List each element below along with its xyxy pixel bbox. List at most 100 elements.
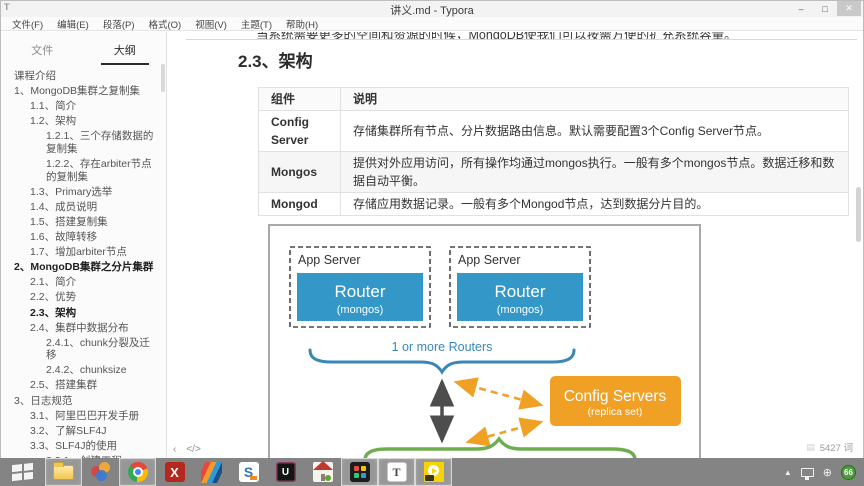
outline-list: 课程介绍 1、MongoDB集群之复制集 1.1、简介 1.2、架构 1.2.1、三个存… (1, 70, 166, 458)
stripes-icon (201, 461, 222, 483)
outline-item[interactable]: 2、MongoDB集群之分片集群 (14, 261, 154, 274)
description-cell: 存储集群所有节点、分片数据路由信息。默认需要配置3个Config Server节… (340, 110, 849, 152)
outline-item[interactable]: 3、日志规范 (14, 394, 73, 407)
config-servers-box (550, 376, 681, 426)
red-roof-house-icon (312, 461, 333, 482)
menu-item[interactable]: 文件(F) (12, 19, 44, 31)
description-cell: 提供对外应用访问，所有操作均通过mongos执行。一般有多个mongos节点。数… (340, 151, 849, 193)
clipped-paragraph: 当系统需要更多的空间和资源的时候，MongoDB使我们可以按需方便的扩充系统容量… (256, 32, 737, 39)
tab-files-label: 文件 (31, 45, 54, 57)
sidebar: 文件 大纲 课程介绍 1、MongoDB集群之复制集 1.1、简介 1.2、架构 1.2… (1, 32, 167, 458)
word-count: 5427 词 (819, 443, 853, 454)
minimize-button[interactable]: – (798, 3, 804, 14)
outline-item[interactable]: 1.3、Primary选举 (30, 185, 113, 198)
menu-item[interactable]: 主题(T) (240, 19, 273, 31)
taskbar-potplayer[interactable] (415, 458, 452, 486)
taskbar-sqlyog[interactable]: S (230, 458, 267, 486)
outline-item[interactable]: 1.4、成员说明 (30, 200, 98, 213)
shards-brace (363, 436, 637, 458)
router-box-2 (457, 273, 583, 321)
terminal-icon (349, 462, 370, 482)
window-title: 讲义.md - Typora (390, 5, 474, 17)
outline-item[interactable]: 2.2、优势 (30, 291, 77, 304)
config-servers-subtitle: (replica set) (588, 406, 643, 418)
taskbar-chrome[interactable] (119, 458, 156, 486)
outline-item[interactable]: 2.4.1、chunk分裂及迁移 (46, 336, 150, 362)
taskbar-file-explorer[interactable] (45, 458, 82, 486)
outline-item[interactable]: 2.1、简介 (30, 276, 77, 289)
taskbar-stripes-app[interactable] (193, 458, 230, 486)
routers-brace (308, 348, 576, 375)
outline-item[interactable]: 2.3、架构 (30, 306, 77, 319)
tray-expand-icon[interactable]: ▲ (783, 467, 792, 477)
config-arrow-top (453, 377, 544, 410)
description-cell: 存储应用数据记录。一般有多个Mongod节点，达到数据分片目的。 (340, 192, 849, 216)
table-header-cell: 组件 (258, 87, 341, 111)
section-heading: 2.3、架构 (238, 52, 313, 71)
outline-item[interactable]: 1.2.1、三个存储数据的复制集 (46, 130, 154, 155)
source-mode-icon[interactable]: </> (186, 444, 201, 455)
config-arrow-bottom (465, 417, 544, 447)
start-button[interactable] (0, 458, 45, 486)
config-servers-title: Config Servers (564, 388, 667, 405)
typora-icon: T (386, 462, 407, 482)
editor-content: 当系统需要更多的空间和资源的时候，MongoDB使我们可以按需方便的扩充系统容量… (168, 32, 863, 458)
sidebar-scrollbar-thumb[interactable] (161, 64, 165, 92)
content-scrollbar-thumb[interactable] (856, 187, 861, 242)
outline-item[interactable]: 1.1、简介 (30, 100, 77, 113)
menu-item[interactable]: 视图(V) (195, 19, 227, 31)
menu-item[interactable]: 帮助(H) (286, 19, 319, 31)
outline-item[interactable]: 3.2、了解SLF4J (30, 424, 107, 437)
outline-item[interactable]: 1.2、架构 (30, 115, 77, 128)
palette-icon (90, 462, 111, 482)
outline-item[interactable]: 课程介绍 (14, 70, 56, 82)
menu-item[interactable]: 段落(P) (102, 19, 135, 31)
word-count-icon: ▤ (806, 441, 815, 452)
outline-item[interactable]: 1.7、增加arbiter节点 (30, 246, 127, 259)
outline-item[interactable]: 3.1、阿里巴巴开发手册 (30, 409, 140, 422)
outline-item[interactable]: 3.3.1、创建工程 (1, 455, 158, 458)
tab-files[interactable]: 文件 (1, 38, 84, 65)
typora-app-icon: T (4, 2, 10, 12)
tray-app-icon[interactable]: ⊕ (822, 466, 832, 479)
sidebar-tabs: 文件 大纲 (1, 32, 166, 65)
folder-icon (53, 461, 74, 480)
taskbar-red-roof-app[interactable] (304, 458, 341, 486)
sharding-architecture-diagram: App Server Router (mongos) App Server Ro… (268, 224, 701, 458)
sidebar-toggle-icon[interactable]: ‹ (173, 444, 177, 455)
tab-outline-label: 大纲 (100, 42, 149, 65)
outline-item[interactable]: 1.2.2、存在arbiter节点的复制集 (46, 158, 152, 183)
app-server-label-2: App Server (458, 253, 521, 267)
potplayer-icon (423, 462, 444, 482)
taskbar-xshell[interactable]: X (156, 458, 193, 486)
menu-item[interactable]: 格式(O) (148, 19, 182, 31)
outline-item[interactable]: 2.4.2、chunksize (46, 364, 127, 377)
outline-item[interactable]: 1、MongoDB集群之复制集 (14, 85, 141, 98)
router-title-1: Router (334, 282, 385, 301)
maximize-button[interactable]: □ (822, 3, 828, 14)
close-button[interactable]: ✕ (837, 1, 861, 16)
tab-outline[interactable]: 大纲 (84, 38, 167, 65)
taskbar-typora[interactable]: T (378, 458, 415, 486)
outline-item[interactable]: 1.6、故障转移 (30, 231, 98, 244)
outline-item[interactable]: 2.4、集群中数据分布 (30, 321, 129, 334)
component-cell: Config Server (258, 110, 341, 152)
component-cell: Mongod (258, 192, 341, 216)
taskbar-palette-app[interactable] (82, 458, 119, 486)
taskbar-terminal-app[interactable] (341, 458, 378, 486)
menu-item[interactable]: 编辑(E) (57, 19, 89, 31)
outline-item[interactable]: 3.3、SLF4J的使用 (30, 439, 117, 452)
outline-item[interactable]: 1.5、搭建复制集 (30, 215, 108, 228)
content-divider (186, 39, 857, 40)
taskbar-intellij-idea[interactable]: U (267, 458, 304, 486)
display-tray-icon[interactable] (800, 467, 814, 480)
outline-item[interactable]: 2.5、搭建集群 (30, 379, 98, 392)
routers-note: 1 or more Routers (392, 340, 493, 354)
router-subtitle-2: (mongos) (497, 304, 543, 316)
tray-green-badge[interactable]: 66 (841, 464, 856, 480)
